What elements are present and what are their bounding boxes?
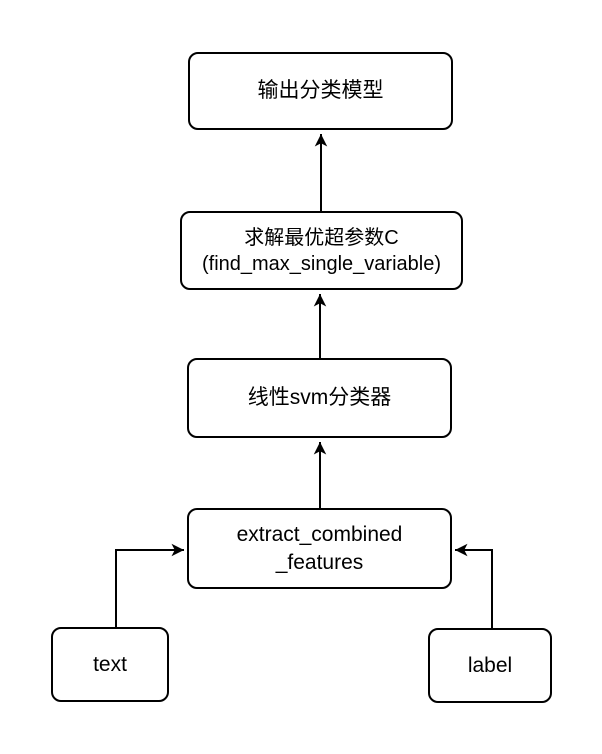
node-extract-combined-features: extract_combined _features	[187, 508, 452, 589]
node-text-label: text	[93, 652, 127, 676]
node-label-input: label	[428, 628, 552, 703]
node-linear-svm-classifier: 线性svm分类器	[187, 358, 452, 438]
edge-text-to-extract	[115, 543, 184, 627]
node-output-model: 输出分类模型	[188, 52, 453, 130]
node-output-model-label: 输出分类模型	[257, 79, 384, 103]
node-find-max-hyperparameter: 求解最优超参数C (find_max_single_variable)	[180, 211, 463, 290]
node-text-input: text	[51, 627, 169, 702]
node-label-label: label	[467, 653, 513, 677]
node-linear-svm-label: 线性svm分类器	[247, 386, 392, 410]
node-extract-label-line1: extract_combined	[236, 523, 403, 547]
edge-label-to-extract	[455, 543, 493, 628]
node-extract-label-line2: _features	[275, 550, 364, 574]
node-find-max-label-line1: 求解最优超参数C	[244, 226, 399, 249]
node-find-max-label-line2: (find_max_single_variable)	[201, 252, 441, 275]
